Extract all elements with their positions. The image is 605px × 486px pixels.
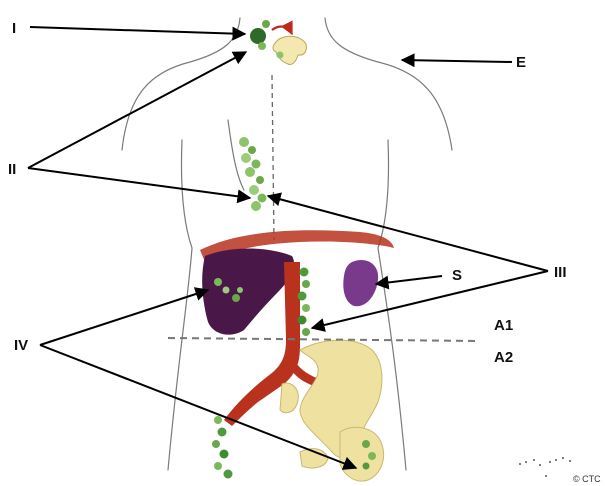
neck-lymph-node-small	[262, 20, 270, 28]
label-A1: A1	[494, 317, 513, 334]
red-arrow-icon	[272, 27, 292, 34]
mediastinal-nodes	[239, 137, 267, 211]
left-shoulder-line	[122, 18, 240, 150]
arrow-S	[376, 276, 442, 284]
spine-midline	[272, 75, 274, 240]
level-separator	[168, 338, 480, 341]
arrow-II-upper	[28, 52, 246, 168]
dot-pattern	[519, 457, 571, 477]
right-shoulder-line	[325, 18, 452, 150]
femoral-head	[340, 427, 384, 481]
neck-lymph-node	[250, 28, 266, 44]
label-II: II	[8, 161, 16, 178]
label-I: I	[12, 20, 16, 37]
left-chest-crease	[228, 120, 244, 190]
spleen	[343, 260, 378, 306]
neck-region	[250, 20, 306, 65]
arrow-II-lower	[28, 168, 250, 198]
label-III: III	[554, 264, 567, 281]
label-E: E	[516, 54, 526, 71]
label-S: S	[452, 267, 462, 284]
arrow-I	[30, 27, 245, 34]
label-IV: IV	[14, 337, 28, 354]
sacrum	[280, 383, 298, 413]
copyright-text: © CTC	[573, 474, 601, 484]
neck-lymph-node-small	[277, 52, 284, 59]
label-A2: A2	[494, 349, 513, 366]
neck-lymph-node-small	[258, 42, 266, 50]
thyroid-gland	[273, 36, 306, 64]
right-torso-line	[378, 140, 406, 470]
arrow-E	[402, 60, 512, 62]
liver	[202, 249, 294, 335]
